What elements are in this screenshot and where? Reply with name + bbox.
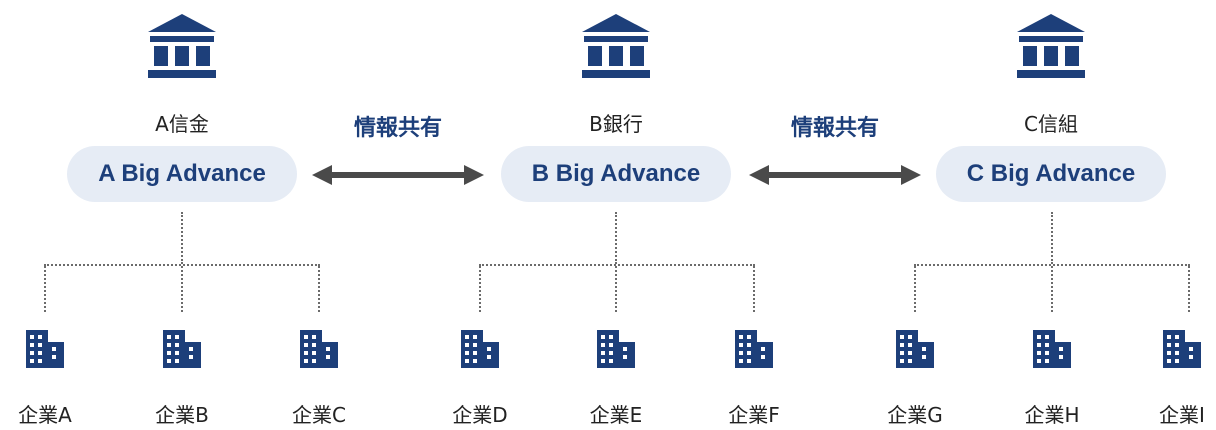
building-icon (461, 330, 499, 368)
bank-name: A信金 (155, 112, 209, 136)
connector-b-branch (479, 264, 755, 266)
connector-c-branch (914, 264, 1190, 266)
info-share-label: 情報共有 (790, 116, 879, 141)
connector-a-trunk (181, 212, 183, 264)
company-name: 企業C (292, 403, 346, 427)
connector-f-drop (753, 266, 755, 312)
building-icon (1163, 330, 1201, 368)
bank-name: B銀行 (589, 112, 643, 136)
company-name: 企業F (728, 403, 780, 427)
bank-icon (1017, 14, 1085, 78)
company-name: 企業H (1024, 403, 1080, 427)
platform-b-big-advance: B Big Advance (501, 146, 731, 202)
bank-b: B銀行 (506, 0, 726, 205)
company-name: 企業B (155, 403, 209, 427)
company-name: 企業G (887, 403, 943, 427)
connector-a-branch (44, 264, 320, 266)
connector-d-drop (479, 266, 481, 312)
bank-a: A信金 (72, 0, 292, 205)
double-arrow-icon (312, 165, 484, 185)
platform-a-big-advance: A Big Advance (67, 146, 297, 202)
bank-icon (582, 14, 650, 78)
company-name: 企業D (452, 403, 508, 427)
connector-h-drop (1051, 266, 1053, 312)
building-icon (597, 330, 635, 368)
connector-b-trunk (615, 212, 617, 264)
building-icon (163, 330, 201, 368)
building-icon (26, 330, 64, 368)
connector-e-drop (615, 266, 617, 312)
bank-icon (148, 14, 216, 78)
connector-i-drop (1188, 266, 1190, 312)
building-icon (1033, 330, 1071, 368)
connector-b-drop (181, 266, 183, 312)
company-name: 企業E (589, 403, 643, 427)
connector-g-drop (914, 266, 916, 312)
building-icon (896, 330, 934, 368)
building-icon (300, 330, 338, 368)
bank-name: C信組 (1024, 112, 1078, 136)
info-share-ab: 情報共有 (288, 110, 508, 200)
connector-c-drop (318, 266, 320, 312)
info-share-label: 情報共有 (353, 116, 442, 141)
connector-c-trunk (1051, 212, 1053, 264)
company-name: 企業I (1159, 403, 1205, 427)
double-arrow-icon (749, 165, 921, 185)
platform-c-big-advance: C Big Advance (936, 146, 1166, 202)
info-share-bc: 情報共有 (725, 110, 945, 200)
connector-a-drop (44, 266, 46, 312)
bank-c: C信組 (941, 0, 1161, 205)
company-name: 企業A (18, 403, 72, 427)
building-icon (735, 330, 773, 368)
